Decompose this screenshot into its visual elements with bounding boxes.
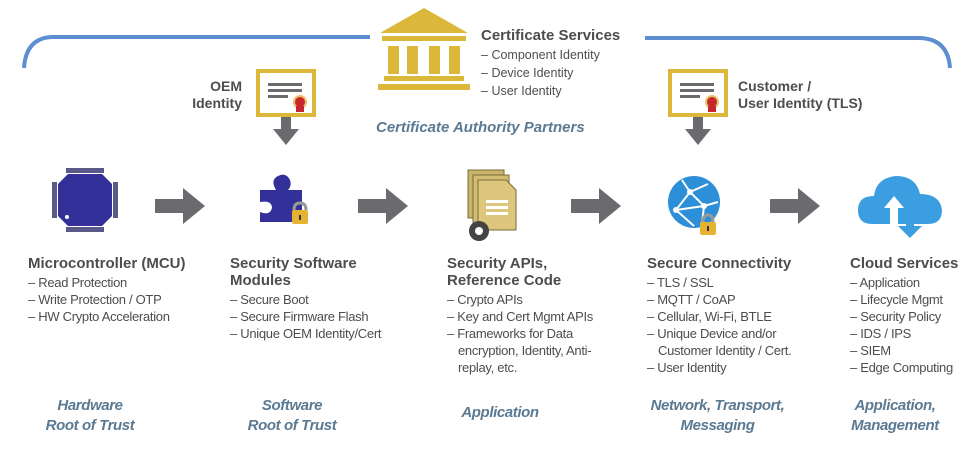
category-line: Messaging [680,417,755,434]
stage-item: SIEM [850,342,974,359]
certificate-services-list: Component Identity Device Identity User … [481,46,620,100]
stage-item: IDS / IPS [850,325,974,342]
customer-identity-line2: User Identity (TLS) [738,95,863,111]
stage-item: Read Protection [28,274,218,291]
stage-item: Key and Cert Mgmt APIs [447,308,607,325]
stage-item: Crypto APIs [447,291,607,308]
puzzle-lock-icon [260,174,308,224]
category-line: Software [261,397,323,414]
stage-title: Reference Code [447,272,562,289]
category-application: Application [430,403,570,423]
stage-item-list: Read Protection Write Protection / OTP H… [28,274,218,325]
category-line: Application [461,404,539,421]
arrow-right-icon [571,188,621,224]
stage-item: Frameworks for Data encryption, Identity… [447,325,607,376]
network-globe-lock-icon [668,176,720,235]
stage-title: Modules [230,272,291,289]
cloud-upload-download-icon [858,176,942,238]
stage-item: Edge Computing [850,359,974,376]
stage-item: HW Crypto Acceleration [28,308,218,325]
microcontroller-chip-icon [52,168,118,232]
stage-item-list: Crypto APIs Key and Cert Mgmt APIs Frame… [447,291,607,376]
stage-cloud-services: Cloud Services Application Lifecycle Mgm… [850,255,974,376]
customer-identity-line1: Customer / [738,78,812,94]
stage-item: MQTT / CoAP [647,291,807,308]
oem-identity-label: OEM Identity [180,78,242,112]
category-line: Management [851,417,939,434]
stage-item: Application [850,274,974,291]
stage-mcu: Microcontroller (MCU) Read Protection Wr… [28,255,218,325]
stage-item: Secure Boot [230,291,420,308]
documents-gear-icon [467,169,517,241]
stage-title: Cloud Services [850,255,959,272]
customer-identity-label: Customer / User Identity (TLS) [738,78,862,112]
top-bracket [22,35,952,69]
stage-item: TLS / SSL [647,274,807,291]
certificate-services-title: Certificate Services [481,27,621,44]
arrow-right-icon [155,188,205,224]
category-network-transport-messaging: Network, Transport, Messaging [630,396,805,436]
stage-title: Security Software [230,255,357,272]
category-line: Root of Trust [247,417,337,434]
oem-identity-line1: OEM [210,78,242,94]
certificate-services-item: User Identity [481,82,620,100]
category-line: Network, Transport, [650,397,785,414]
stage-item: Cellular, Wi-Fi, BTLE [647,308,807,325]
stage-item-list: Application Lifecycle Mgmt Security Poli… [850,274,974,376]
arrow-right-icon [358,188,408,224]
ca-partners-label: Certificate Authority Partners [376,119,585,136]
bank-building-icon [378,8,470,90]
stage-item-list: TLS / SSL MQTT / CoAP Cellular, Wi-Fi, B… [647,274,807,376]
category-line: Application, [854,397,936,414]
stage-item: Unique Device and/or Customer Identity /… [647,325,807,359]
stage-item: Security Policy [850,308,974,325]
stage-item: Lifecycle Mgmt [850,291,974,308]
stage-item: Unique OEM Identity/Cert [230,325,420,342]
stage-item: Write Protection / OTP [28,291,218,308]
certificate-services-item: Device Identity [481,64,620,82]
stage-item: Secure Firmware Flash [230,308,420,325]
stage-item: User Identity [647,359,807,376]
certificate-services-item: Component Identity [481,46,620,64]
stage-item-list: Secure Boot Secure Firmware Flash Unique… [230,291,420,342]
arrow-right-icon [770,188,820,224]
stage-software-modules: Security Software Modules Secure Boot Se… [230,255,420,342]
stage-secure-connectivity: Secure Connectivity TLS / SSL MQTT / CoA… [647,255,807,376]
oem-identity-line2: Identity [192,95,242,111]
category-application-management: Application, Management [825,396,965,436]
certificate-icon [256,69,316,145]
category-line: Root of Trust [45,417,135,434]
stage-title: Microcontroller (MCU) [28,255,186,272]
certificate-icon [668,69,728,145]
certificate-services: Certificate Services Component Identity … [481,27,620,100]
category-hardware-root-of-trust: Hardware Root of Trust [20,396,160,436]
stage-title: Security APIs, [447,255,548,272]
category-software-root-of-trust: Software Root of Trust [222,396,362,436]
stage-title: Secure Connectivity [647,255,792,272]
stage-security-apis: Security APIs, Reference Code Crypto API… [447,255,607,376]
category-line: Hardware [57,397,123,414]
